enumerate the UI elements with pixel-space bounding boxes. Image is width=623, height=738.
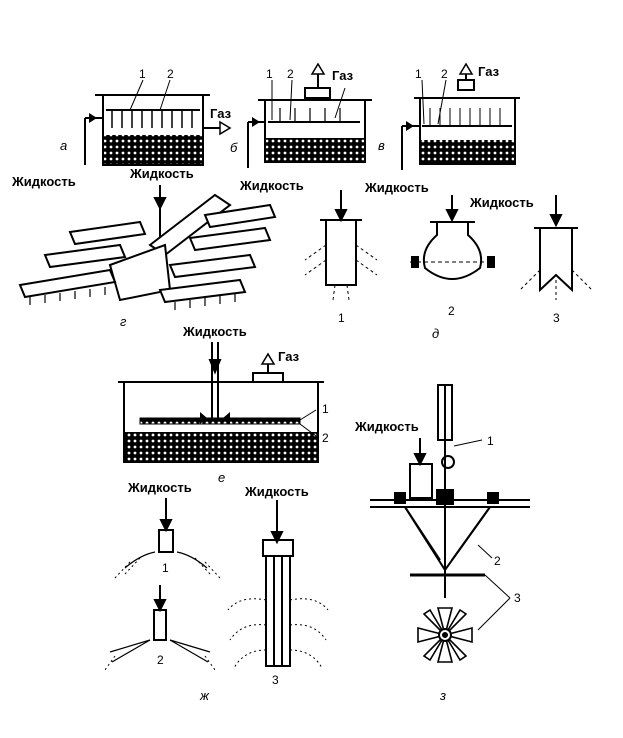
label-e-gas: Газ bbox=[278, 349, 300, 364]
figure-g-trough-distributor bbox=[18, 185, 277, 310]
label-zh-2: 2 bbox=[157, 653, 164, 667]
panel-g-label: г bbox=[120, 314, 127, 329]
panel-d-label: д bbox=[432, 326, 439, 341]
label-zh-liquid-right: Жидкость bbox=[244, 484, 309, 499]
figure-d-nozzle-3 bbox=[519, 195, 593, 300]
label-a-liquid-left: Жидкость bbox=[11, 174, 76, 189]
label-e-2: 2 bbox=[322, 431, 329, 445]
figure-e-rotating-distributor bbox=[118, 342, 324, 463]
panel-a-label: а bbox=[60, 138, 67, 153]
label-d-3: 3 bbox=[553, 311, 560, 325]
figure-b-spray-distributor bbox=[247, 62, 372, 168]
label-z-liquid: Жидкость bbox=[354, 419, 419, 434]
figure-zh-nozzle-3 bbox=[227, 500, 329, 669]
label-d-liquid: Жидкость bbox=[469, 195, 534, 210]
label-v-2: 2 bbox=[441, 67, 448, 81]
figure-d-nozzle-1 bbox=[304, 190, 378, 301]
label-d-2: 2 bbox=[448, 304, 455, 318]
label-a-1: 1 bbox=[139, 67, 146, 81]
label-zh-liquid-left: Жидкость bbox=[127, 480, 192, 495]
label-b-liquid: Жидкость bbox=[239, 178, 304, 193]
label-v-1: 1 bbox=[415, 67, 422, 81]
label-a-liquid-center: Жидкость bbox=[129, 166, 194, 181]
panel-e-label: е bbox=[218, 470, 225, 485]
figure-v-perforated-distributor bbox=[401, 62, 520, 170]
figure-z-centrifugal-distributor bbox=[370, 384, 530, 663]
figure-d-nozzle-2 bbox=[410, 195, 495, 280]
label-b-1: 1 bbox=[266, 67, 273, 81]
label-v-gas: Газ bbox=[478, 64, 500, 79]
label-z-3: 3 bbox=[514, 591, 521, 605]
figure-zh-nozzle-2 bbox=[104, 585, 216, 671]
label-a-2: 2 bbox=[167, 67, 174, 81]
figure-zh-nozzle-1 bbox=[114, 498, 221, 579]
label-v-liquid: Жидкость bbox=[364, 180, 429, 195]
label-e-liquid: Жидкость bbox=[182, 324, 247, 339]
panel-zh-label: ж bbox=[199, 688, 210, 703]
label-b-2: 2 bbox=[287, 67, 294, 81]
panel-v-label: в bbox=[378, 138, 385, 153]
panel-b-label: б bbox=[230, 140, 238, 155]
label-e-1: 1 bbox=[322, 402, 329, 416]
label-d-1: 1 bbox=[338, 311, 345, 325]
figure-a-tray-distributor bbox=[84, 79, 232, 166]
label-z-1: 1 bbox=[487, 434, 494, 448]
label-zh-1: 1 bbox=[162, 561, 169, 575]
label-z-2: 2 bbox=[494, 554, 501, 568]
label-zh-3: 3 bbox=[272, 673, 279, 687]
label-b-gas: Газ bbox=[332, 68, 354, 83]
panel-z-label: з bbox=[439, 688, 446, 703]
label-a-gas: Газ bbox=[210, 106, 232, 121]
